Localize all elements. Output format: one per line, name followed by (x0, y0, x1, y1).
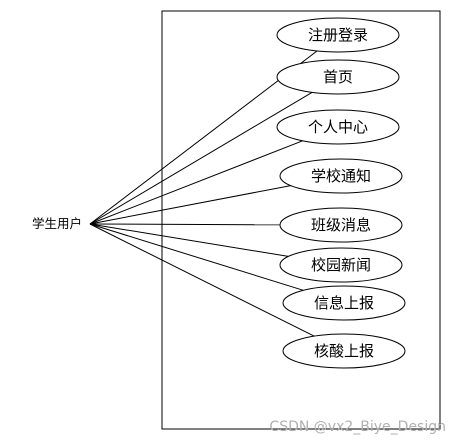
use-case-label: 注册登录 (308, 26, 368, 44)
use-case-ellipse: 班级消息 (279, 207, 403, 243)
use-case-ellipse-outline (276, 109, 400, 145)
use-case-ellipse: 首页 (276, 59, 400, 95)
actor-label: 学生用户 (32, 216, 82, 231)
use-case-label: 个人中心 (308, 118, 368, 136)
association-line (89, 223, 289, 257)
associations (89, 50, 318, 337)
use-case-label: 学校通知 (311, 167, 371, 185)
use-case-ellipse-outline (276, 59, 400, 95)
use-case-ellipse: 学校通知 (279, 158, 403, 194)
system-boundary (161, 10, 441, 430)
use-case-label: 信息上报 (314, 294, 374, 312)
use-case-ellipse-outline (279, 158, 403, 194)
use-case-ellipse: 个人中心 (276, 109, 400, 145)
association-line (89, 91, 313, 225)
association-line (89, 185, 291, 225)
use-case-ellipse-outline (279, 207, 403, 243)
watermark: CSDN @vx2_Biye_Design (269, 419, 446, 435)
association-line (89, 223, 315, 337)
use-case-ellipse: 注册登录 (276, 17, 400, 53)
association-line (89, 223, 304, 291)
use-case-ellipse-outline (279, 247, 403, 283)
use-case-ellipse-outline (276, 17, 400, 53)
association-line (89, 223, 281, 226)
use-case-ellipse: 校园新闻 (279, 247, 403, 283)
use-case-ellipse: 信息上报 (282, 285, 406, 321)
use-case-label: 首页 (323, 68, 353, 86)
use-case-label: 班级消息 (311, 216, 371, 234)
use-case-label: 核酸上报 (314, 342, 374, 360)
use-case-ellipse-outline (282, 285, 406, 321)
use-case-ellipse: 核酸上报 (282, 333, 406, 369)
use-case-ellipse-outline (282, 333, 406, 369)
association-line (89, 140, 303, 225)
use-case-label: 校园新闻 (311, 256, 371, 274)
